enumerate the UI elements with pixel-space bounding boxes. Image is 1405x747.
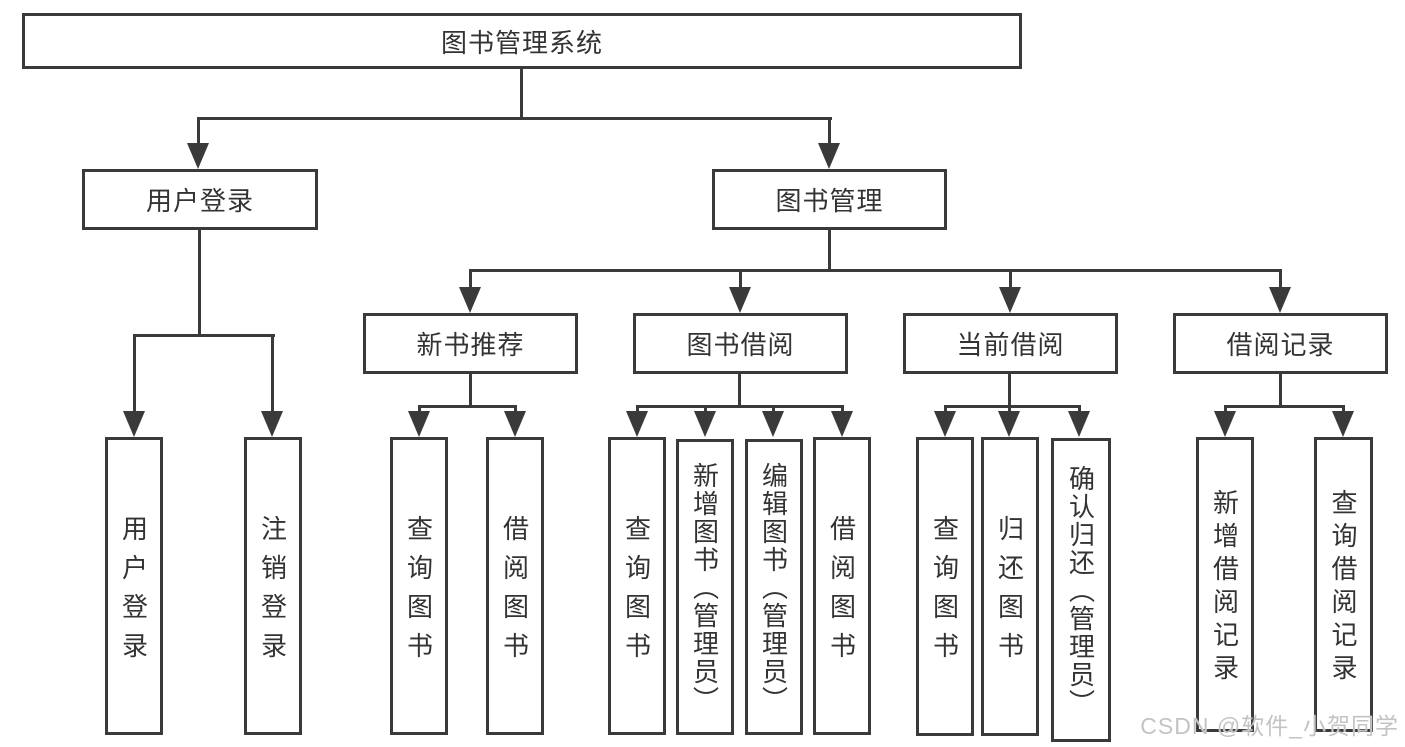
- connector-leaf-stem: [944, 405, 947, 415]
- leaf-current-query-books-label: 查询图书: [929, 515, 960, 671]
- arrowhead-leaf: [408, 411, 430, 437]
- connector-userlogin-stem: [197, 117, 200, 145]
- arrowhead-borrowrecords: [1269, 287, 1291, 313]
- connector-leaf-stem: [841, 405, 844, 415]
- node-root: 图书管理系统: [22, 13, 1022, 69]
- leaf-current-confirm-return-admin: 确认归还（管理员）: [1051, 438, 1111, 742]
- connector-leaf-stem: [1224, 405, 1227, 415]
- arrowhead-leaf: [934, 411, 956, 437]
- arrowhead-userlogin: [187, 143, 209, 169]
- connector-leaf-stem: [1342, 405, 1345, 415]
- node-borrow-records: 借阅记录: [1173, 313, 1388, 374]
- node-book-management-label: 图书管理: [775, 186, 884, 216]
- leaf-borrow-borrow-books-label: 借阅图书: [826, 514, 857, 671]
- node-current-borrow-label: 当前借阅: [956, 330, 1065, 360]
- leaf-logout-login: 注销登录: [244, 437, 302, 735]
- leaf-records-query-record: 查询借阅记录: [1314, 437, 1373, 732]
- leaf-borrow-query-books: 查询图书: [608, 437, 666, 735]
- arrowhead-leaf: [1332, 411, 1354, 437]
- connector-leaf-stem: [1008, 405, 1011, 415]
- node-user-login-label: 用户登录: [145, 186, 254, 216]
- connector-leaf-stem: [418, 405, 421, 415]
- arrowhead-newbooks: [459, 287, 481, 313]
- node-current-borrow: 当前借阅: [903, 313, 1118, 374]
- leaf-logout-login-label: 注销登录: [257, 514, 288, 671]
- arrowhead-leaf: [626, 411, 648, 437]
- connector-leaf-stem: [636, 405, 639, 415]
- arrowhead-currentborrow: [999, 287, 1021, 313]
- leaf-records-query-record-label: 查询借阅记录: [1328, 489, 1358, 687]
- leaf-borrow-edit-books-admin-label: 编辑图书（管理员）: [758, 462, 789, 714]
- leaf-newbooks-borrow-books-label: 借阅图书: [499, 514, 530, 671]
- connector-borrowrecords-down: [1279, 374, 1282, 407]
- leaf-borrow-add-books-admin: 新增图书（管理员）: [676, 439, 734, 735]
- connector-leaf-stem: [271, 334, 274, 414]
- connector-bookmgmt-stem: [828, 117, 831, 145]
- leaf-current-return-books-label: 归还图书: [994, 515, 1025, 671]
- connector-newbooks-down: [469, 374, 472, 407]
- connector-currentborrow-down: [1008, 374, 1011, 407]
- connector-userlogin-rail: [133, 334, 275, 337]
- leaf-current-return-books: 归还图书: [981, 437, 1039, 736]
- arrowhead-bookborrow: [729, 287, 751, 313]
- leaf-current-confirm-return-admin-label: 确认归还（管理员）: [1065, 465, 1096, 717]
- connector-level3-rail: [469, 269, 1282, 272]
- leaf-borrow-borrow-books: 借阅图书: [813, 437, 871, 735]
- arrowhead-leaf: [762, 411, 784, 437]
- connector-leaf-stem: [1078, 405, 1081, 415]
- connector-bookborrow-rail: [636, 405, 844, 408]
- node-borrow-records-label: 借阅记录: [1226, 330, 1335, 360]
- leaf-borrow-add-books-admin-label: 新增图书（管理员）: [689, 462, 720, 714]
- leaf-borrow-edit-books-admin: 编辑图书（管理员）: [745, 439, 803, 735]
- connector-level2-rail: [197, 117, 832, 120]
- leaf-borrow-query-books-label: 查询图书: [621, 514, 652, 671]
- arrowhead-leaf: [831, 411, 853, 437]
- connector-level3-stem: [469, 269, 472, 290]
- node-book-management: 图书管理: [712, 169, 947, 230]
- arrowhead-leaf: [504, 411, 526, 437]
- connector-leaf-stem: [514, 405, 517, 415]
- node-new-book-recommend: 新书推荐: [363, 313, 578, 374]
- connector-newbooks-rail: [418, 405, 517, 408]
- connector-level3-stem: [739, 269, 742, 290]
- arrowhead-bookmgmt: [818, 143, 840, 169]
- leaf-newbooks-query-books: 查询图书: [390, 437, 448, 735]
- connector-level3-stem: [1009, 269, 1012, 290]
- connector-leaf-stem: [772, 405, 775, 415]
- arrowhead-leaf: [694, 411, 716, 437]
- arrowhead-leaf: [1068, 411, 1090, 437]
- connector-level3-stem: [1279, 269, 1282, 290]
- connector-bookmgmt-down: [828, 230, 831, 272]
- node-book-borrow-label: 图书借阅: [686, 330, 795, 360]
- connector-leaf-stem: [133, 334, 136, 414]
- connector-leaf-stem: [704, 405, 707, 415]
- connector-currentborrow-rail: [944, 405, 1081, 408]
- connector-borrowrecords-rail: [1224, 405, 1344, 408]
- leaf-user-login: 用户登录: [105, 437, 163, 735]
- connector-bookborrow-down: [738, 374, 741, 407]
- arrowhead-leaf: [123, 411, 145, 437]
- arrowhead-leaf: [998, 411, 1020, 437]
- leaf-newbooks-query-books-label: 查询图书: [403, 514, 434, 671]
- connector-userlogin-down: [198, 230, 201, 337]
- node-new-book-recommend-label: 新书推荐: [416, 330, 525, 360]
- leaf-records-add-record: 新增借阅记录: [1196, 437, 1254, 732]
- arrowhead-leaf: [261, 411, 283, 437]
- node-user-login: 用户登录: [82, 169, 318, 230]
- node-book-borrow: 图书借阅: [633, 313, 848, 374]
- leaf-newbooks-borrow-books: 借阅图书: [486, 437, 544, 735]
- node-root-label: 图书管理系统: [440, 27, 603, 58]
- leaf-user-login-label: 用户登录: [118, 514, 149, 671]
- leaf-current-query-books: 查询图书: [916, 437, 974, 736]
- connector-root-stub: [520, 69, 523, 118]
- leaf-records-add-record-label: 新增借阅记录: [1209, 489, 1240, 687]
- arrowhead-leaf: [1214, 411, 1236, 437]
